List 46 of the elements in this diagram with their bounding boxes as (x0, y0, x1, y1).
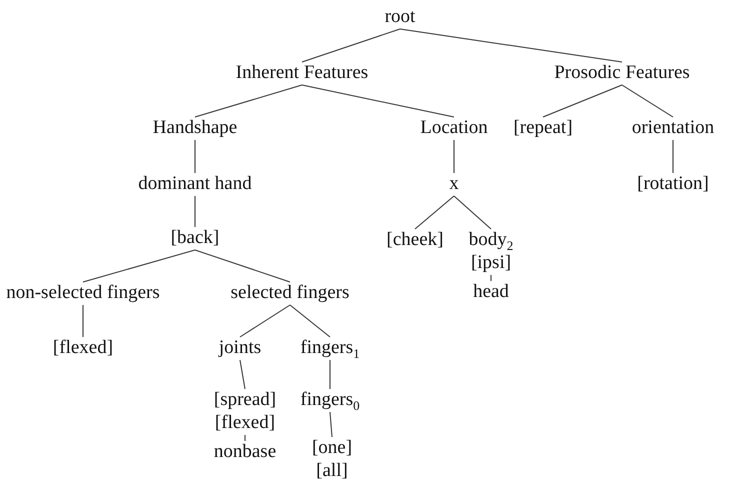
tree-branch (542, 84, 622, 118)
tree-branch (240, 304, 290, 338)
node-label: body$_{2}$ (468, 228, 514, 251)
node-label: [repeat] (513, 116, 573, 139)
node-label: [back] (170, 226, 220, 249)
node-label: Location (420, 116, 488, 139)
node-label: [flexed] (214, 411, 276, 434)
tree-branch (240, 360, 246, 390)
node-label: [flexed] (52, 336, 114, 359)
node-label: head (473, 280, 509, 303)
tree-branch (194, 140, 196, 174)
node-label: fingers$_{1}$ (300, 336, 360, 359)
node-label: x (449, 172, 459, 195)
node-label: root (384, 5, 416, 28)
tree-branch (672, 140, 674, 174)
tree-branch (330, 412, 332, 438)
node-label: dominant hand (138, 172, 252, 195)
tree-branch (244, 434, 246, 442)
tree-branch (490, 274, 492, 282)
tree-branch (194, 250, 290, 282)
tree-branch (194, 196, 196, 228)
node-label: [ipsi] (470, 251, 512, 274)
node-label: Handshape (152, 116, 238, 139)
tree-branch (302, 28, 400, 62)
tree-branch (302, 84, 454, 118)
tree-branch (290, 304, 330, 338)
node-label: [spread] (214, 388, 276, 411)
node-label: orientation (632, 116, 714, 139)
tree-branch (400, 28, 622, 62)
tree-branch (622, 84, 674, 118)
tree-branch (454, 196, 492, 230)
tree-branch (82, 304, 84, 338)
node-label: Prosodic Features (554, 61, 690, 84)
node-label: selected fingers (230, 281, 350, 304)
node-label: nonbase (214, 440, 276, 463)
node-label: [cheek] (386, 228, 444, 251)
node-label: [one] (312, 436, 352, 459)
node-label: fingers$_{0}$ (300, 388, 360, 411)
node-label: [all] (315, 459, 349, 482)
tree-branch (194, 84, 302, 118)
node-label: joints (218, 336, 262, 359)
tree-branch (414, 196, 454, 230)
node-label: [rotation] (637, 172, 709, 195)
node-label: Inherent Features (236, 61, 368, 84)
tree-branch (82, 250, 196, 282)
node-label: non-selected fingers (6, 281, 160, 304)
